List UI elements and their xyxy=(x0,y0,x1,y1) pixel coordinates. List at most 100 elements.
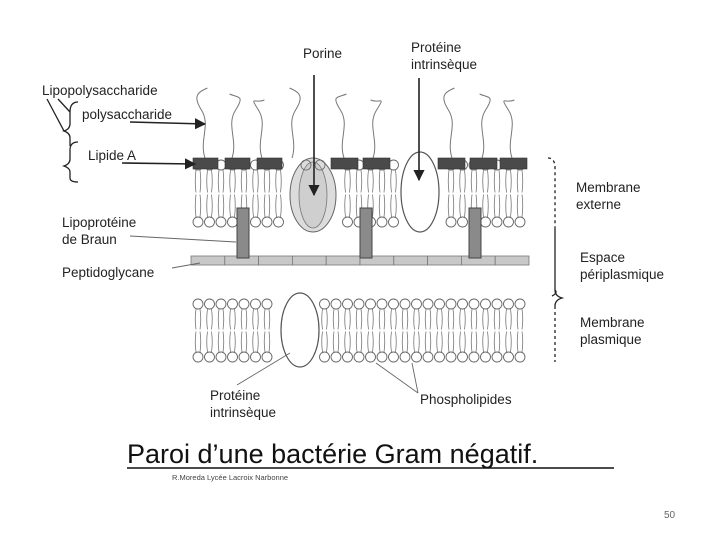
phospholipid-tail xyxy=(206,169,208,193)
phospholipid-tail xyxy=(263,331,266,353)
phospholipid-tail xyxy=(482,331,484,353)
phospholipid-tail xyxy=(424,308,427,330)
phospholipid-head xyxy=(388,216,399,228)
phospholipid-head xyxy=(204,351,215,363)
plasma-intrinsic-protein xyxy=(280,292,320,368)
phospholipid-head xyxy=(411,351,422,363)
phospholipid-tail xyxy=(482,169,484,193)
espace-periplasmique-label-2: périplasmique xyxy=(580,267,664,282)
phospholipid-head xyxy=(330,351,342,363)
phospholipid-tail xyxy=(367,169,369,193)
phospholipid-tail xyxy=(487,169,489,193)
phospholipid-tail xyxy=(390,169,392,193)
phospholipid-tail xyxy=(229,194,231,218)
peptidoglycan-segment xyxy=(291,255,327,266)
phospholipid-tail xyxy=(521,169,524,193)
phospholipid-tail xyxy=(447,308,450,330)
phospholipid-tail xyxy=(222,169,225,193)
phospholipid-tail xyxy=(413,331,415,353)
phospholipid-tail xyxy=(487,308,489,330)
lipoproteine-label-2: de Braun xyxy=(62,232,117,247)
phospholipid-tail xyxy=(401,308,404,330)
phospholipid-tail xyxy=(475,169,478,193)
phospholipid-tail xyxy=(349,331,351,353)
phospholipid-head xyxy=(480,298,491,310)
phospholipid-tail xyxy=(355,194,358,218)
phospholipid-tail xyxy=(470,308,473,330)
phospholipid-tail xyxy=(413,308,415,330)
phospholipid-tail xyxy=(464,194,466,218)
phospholipid-head xyxy=(250,216,261,228)
lipopolysaccharide-label: Lipopolysaccharide xyxy=(42,83,158,98)
phospholipid-tail xyxy=(257,169,259,193)
phospholipid-head xyxy=(250,298,261,310)
phospholipid-tail xyxy=(280,169,282,193)
outer-intrinsic-protein xyxy=(400,151,440,233)
lps-brace xyxy=(61,101,79,146)
phospholipid-head xyxy=(238,351,250,363)
porine-label: Porine xyxy=(303,46,342,61)
phospholipides-label: Phospholipides xyxy=(420,392,512,407)
lps-tick-2 xyxy=(57,98,71,113)
phospholipid-tail xyxy=(367,308,369,330)
phospholipid-head xyxy=(227,216,238,228)
phospholipid-tail xyxy=(418,331,420,353)
lipid-a-block xyxy=(192,157,219,170)
lipid-a-block xyxy=(256,157,283,170)
phospholipid-tail xyxy=(372,194,374,218)
phospholipid-tail xyxy=(493,194,496,218)
phospholipid-head xyxy=(376,298,388,310)
phospholipid-head xyxy=(273,216,284,228)
proteine-bottom-label-2: intrinsèque xyxy=(210,405,276,420)
phospholipid-head xyxy=(376,351,388,363)
phospholipid-tail xyxy=(459,169,461,193)
phospholipid-tail xyxy=(240,308,243,330)
peptidoglycan-segment xyxy=(427,255,462,266)
phospholipid-tail xyxy=(493,169,496,193)
lipide-a-arrow xyxy=(121,158,197,170)
lipid-a-block xyxy=(224,157,251,170)
lipid-a-block xyxy=(330,157,359,170)
phospholipid-tail xyxy=(406,308,409,330)
phospholipides-line-1 xyxy=(375,362,419,394)
phospholipid-tail xyxy=(211,194,213,218)
phospholipid-tail xyxy=(498,308,501,330)
phospholipid-head xyxy=(491,298,503,310)
lipid-a-block xyxy=(362,157,391,170)
phospholipid-tail xyxy=(390,194,392,218)
phospholipid-tail xyxy=(240,331,243,353)
phospholipid-tail xyxy=(493,331,496,353)
phospholipid-tail xyxy=(395,331,397,353)
phospholipid-tail xyxy=(447,194,450,218)
diagram-title: Paroi d’une bactérie Gram négatif. xyxy=(127,439,538,469)
phospholipid-head xyxy=(215,216,227,228)
lipid-a-block xyxy=(499,157,528,170)
phospholipid-tail xyxy=(217,331,220,353)
phospholipid-tail xyxy=(395,194,397,218)
phospholipid-tail xyxy=(344,331,346,353)
phospholipid-head xyxy=(342,351,353,363)
phospholipid-head xyxy=(457,298,468,310)
phospholipid-tail xyxy=(240,169,243,193)
phospholipid-tail xyxy=(194,169,197,193)
phospholipid-tail xyxy=(222,308,225,330)
phospholipid-tail xyxy=(355,169,358,193)
plasma-membrane-bilayer xyxy=(192,298,526,363)
lipid-a-block xyxy=(437,157,466,170)
phospholipid-tail xyxy=(217,194,220,218)
phospholipid-tail xyxy=(424,331,427,353)
phospholipid-head xyxy=(457,216,468,228)
phospholipid-tail xyxy=(516,308,519,330)
peptidoglycane-line xyxy=(171,262,201,269)
phospholipid-tail xyxy=(390,331,392,353)
phospholipid-head xyxy=(399,351,411,363)
braun-lipoproteins xyxy=(236,207,482,259)
phospholipid-tail xyxy=(516,194,519,218)
phospholipid-tail xyxy=(505,331,507,353)
phospholipid-tail xyxy=(252,194,254,218)
phospholipid-tail xyxy=(326,308,328,330)
phospholipid-tail xyxy=(194,331,197,353)
braun-lipoprotein xyxy=(359,207,373,259)
phospholipid-head xyxy=(445,216,457,228)
